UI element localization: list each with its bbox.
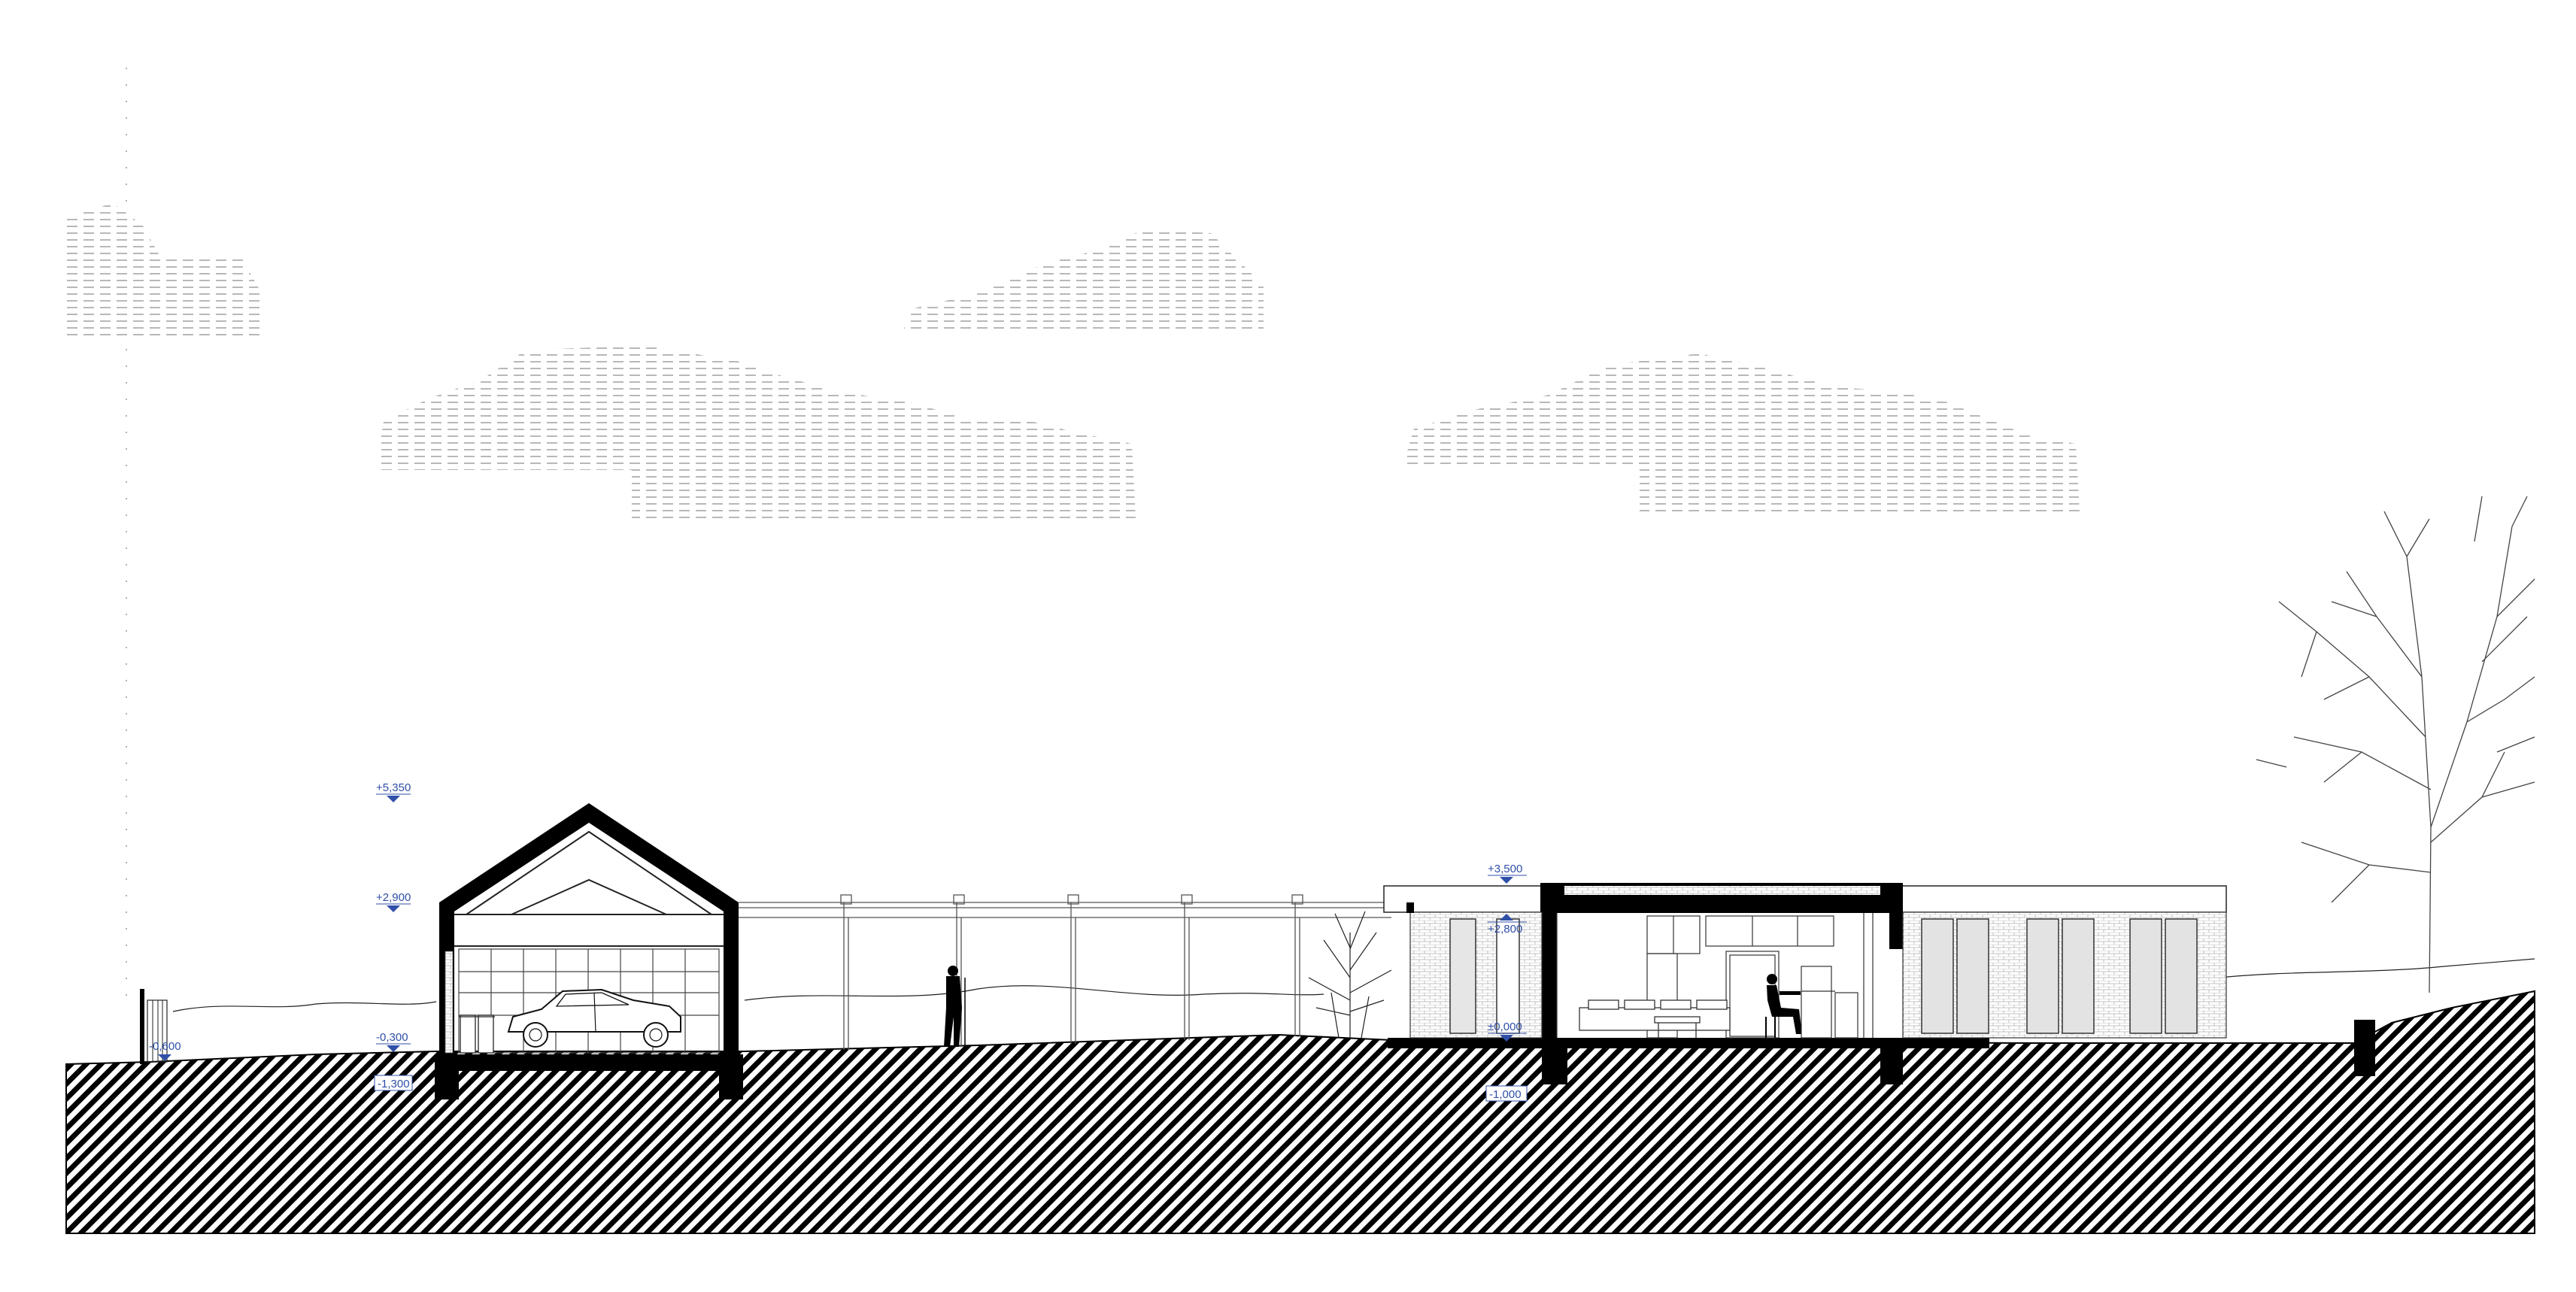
level-house-roof: +3,500 (1488, 863, 1522, 875)
house-interior (1556, 913, 1874, 1039)
level-marker-eave: +2,900 (376, 891, 411, 912)
cloud-group (66, 203, 2080, 519)
garage (435, 803, 743, 1099)
piano (1801, 966, 1835, 1039)
level-roof-ridge: +5,350 (376, 781, 411, 794)
cloud-4 (1403, 353, 2080, 511)
garage-wall-right (724, 929, 739, 1057)
garage-roof (439, 803, 739, 951)
cloud-1 (66, 203, 259, 338)
shrub (1308, 911, 1392, 1039)
level-entry-ground: -0,300 (376, 1031, 408, 1044)
house-footing-right (1880, 1038, 1903, 1084)
house-doors (1921, 918, 2198, 1034)
level-marker-house-roof: +3,500 (1488, 863, 1527, 884)
garage-truss (454, 830, 724, 915)
level-marker-entry-ground: -0,300 (376, 1031, 411, 1052)
garage-footing-left (435, 1054, 459, 1099)
boundary-post (2354, 1020, 2375, 1076)
level-marker-floor: ±0,000 (1488, 1021, 1527, 1042)
house (1383, 883, 2227, 1084)
sofa (1579, 999, 1731, 1038)
tree (2256, 496, 2535, 993)
level-garage-footing: -1,300 (378, 1078, 410, 1090)
bins (459, 1014, 495, 1054)
level-marker-ceiling: +2,800 (1488, 914, 1527, 936)
house-slab (1388, 1038, 1989, 1048)
level-road-left: -0,600 (149, 1040, 181, 1053)
level-ceiling: +2,800 (1488, 923, 1522, 936)
level-eave: +2,900 (376, 891, 411, 904)
garage-slab (435, 1054, 743, 1071)
garage-footing-right (719, 1054, 743, 1099)
level-floor: ±0,000 (1488, 1021, 1522, 1033)
fence (140, 989, 168, 1064)
horizon-line (172, 958, 2535, 1012)
cloud-3 (376, 346, 1136, 519)
person-walking (944, 966, 966, 1047)
level-marker-roof-ridge: +5,350 (376, 781, 411, 802)
level-marker-garage-footing: -1,300 (374, 1075, 413, 1091)
chimney (1406, 902, 1414, 913)
person-seated (1765, 974, 1802, 1038)
level-marker-road-left: -0,600 (149, 1040, 181, 1061)
cloud-2 (903, 229, 1264, 331)
pergola (739, 894, 1391, 1050)
level-marker-house-footing: -1,000 (1485, 1085, 1528, 1102)
level-house-footing: -1,000 (1489, 1088, 1522, 1101)
car (507, 988, 681, 1048)
house-footing-left (1542, 1038, 1567, 1084)
